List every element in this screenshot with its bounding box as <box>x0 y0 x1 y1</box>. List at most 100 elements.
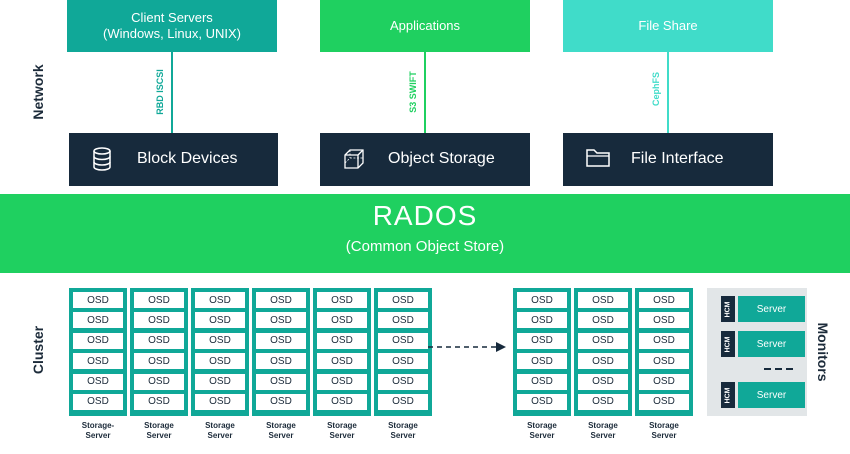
osd-unit: OSD <box>195 332 245 349</box>
osd-unit: OSD <box>578 393 628 410</box>
connector-file <box>667 52 669 133</box>
osd-unit: OSD <box>317 393 367 410</box>
osd-unit: OSD <box>578 312 628 329</box>
osd-unit: OSD <box>317 332 367 349</box>
osd-unit: OSD <box>578 292 628 308</box>
monitor-server-3: HCM Server <box>721 382 805 408</box>
osd-unit: OSD <box>639 353 689 370</box>
monitor-server-label: Server <box>738 382 805 408</box>
storage-server-label-line1: Storage <box>527 421 557 430</box>
osd-unit: OSD <box>517 393 567 410</box>
network-label: Network <box>30 64 46 120</box>
rados-layer: RADOS (Common Object Store) <box>0 194 850 273</box>
client-servers-subtitle: (Windows, Linux, UNIX) <box>103 26 241 41</box>
osd-unit: OSD <box>256 373 306 390</box>
protocol-cephfs: CephFS <box>651 72 661 107</box>
monitor-server-2: HCM Server <box>721 331 805 357</box>
osd-unit: OSD <box>639 312 689 329</box>
cluster-label: Cluster <box>30 325 46 375</box>
hcm-tag: HCM <box>721 331 735 357</box>
osd-unit: OSD <box>639 332 689 349</box>
storage-server-label-line1: Storage <box>588 421 618 430</box>
osd-unit: OSD <box>517 312 567 329</box>
block-devices-label: Block Devices <box>137 150 238 167</box>
rados-subtitle: (Common Object Store) <box>345 238 505 255</box>
osd-unit: OSD <box>517 332 567 349</box>
storage-server-label-line2: Server <box>590 431 616 440</box>
storage-server-label-line1: Storage <box>327 421 357 430</box>
file-share-box: File Share <box>563 0 773 52</box>
osd-unit: OSD <box>378 393 428 410</box>
database-icon <box>93 147 111 171</box>
osd-unit: OSD <box>317 292 367 308</box>
osd-unit: OSD <box>578 373 628 390</box>
block-devices-box: Block Devices <box>69 133 278 186</box>
folder-icon <box>586 149 610 167</box>
storage-server-label-line2: Server <box>207 431 233 440</box>
storage-server-label-line2: Server <box>529 431 555 440</box>
client-servers-title: Client Servers <box>131 10 213 25</box>
osd-unit: OSD <box>134 373 184 390</box>
osd-unit: OSD <box>639 393 689 410</box>
osd-unit: OSD <box>578 353 628 370</box>
osd-unit: OSD <box>256 353 306 370</box>
osd-unit: OSD <box>517 353 567 370</box>
osd-unit: OSD <box>134 353 184 370</box>
osd-unit: OSD <box>134 312 184 329</box>
hcm-tag: HCM <box>721 382 735 408</box>
osd-unit: OSD <box>134 393 184 410</box>
protocol-rbd-iscsi: RBD iSCSI <box>155 69 165 115</box>
storage-server-rack: OSD OSD OSD OSD OSD OSD <box>574 288 632 416</box>
osd-unit: OSD <box>73 393 123 410</box>
storage-server-label-line1: Storage <box>649 421 679 430</box>
osd-unit: OSD <box>639 292 689 308</box>
file-interface-box: File Interface <box>563 133 773 186</box>
osd-unit: OSD <box>195 373 245 390</box>
storage-server-label: Storage-Server <box>68 421 128 441</box>
osd-unit: OSD <box>378 353 428 370</box>
osd-unit: OSD <box>378 312 428 329</box>
connector-object <box>424 52 426 133</box>
applications-box: Applications <box>320 0 530 52</box>
osd-unit: OSD <box>73 292 123 308</box>
file-share-title: File Share <box>638 18 698 33</box>
osd-unit: OSD <box>256 292 306 308</box>
osd-unit: OSD <box>73 312 123 329</box>
storage-server-label-line2: Server <box>651 431 677 440</box>
osd-unit: OSD <box>134 332 184 349</box>
file-interface-label: File Interface <box>631 150 724 167</box>
protocol-s3-swift: S3 SWIFT <box>408 71 418 113</box>
client-servers-box: Client Servers (Windows, Linux, UNIX) <box>67 0 277 52</box>
monitor-server-label: Server <box>738 331 805 357</box>
osd-unit: OSD <box>317 373 367 390</box>
storage-server-label-line2: Server <box>390 431 416 440</box>
monitor-ellipsis <box>764 368 794 370</box>
monitors-label: Monitors <box>815 322 831 382</box>
rados-title: RADOS <box>372 200 478 231</box>
osd-unit: OSD <box>378 332 428 349</box>
osd-unit: OSD <box>578 332 628 349</box>
storage-server-label-line2: Server <box>329 431 355 440</box>
connector-block <box>171 52 173 133</box>
storage-server-label-line1: Storage <box>144 421 174 430</box>
storage-server-label-line2: Server <box>85 431 111 440</box>
osd-unit: OSD <box>73 373 123 390</box>
osd-unit: OSD <box>256 312 306 329</box>
osd-unit: OSD <box>73 353 123 370</box>
monitors-panel: HCM Server HCM Server HCM Server <box>707 288 807 416</box>
osd-unit: OSD <box>73 332 123 349</box>
osd-unit: OSD <box>378 292 428 308</box>
